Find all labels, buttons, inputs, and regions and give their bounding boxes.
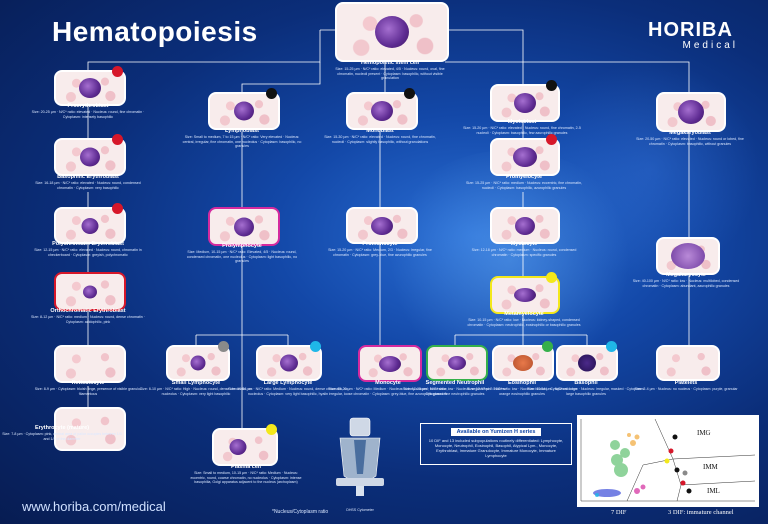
page-title: Hematopoiesis: [52, 16, 258, 47]
brand-name: HORIBA: [648, 19, 733, 41]
scatter-caption: 7 DIF 3 DIF: immature channel: [577, 509, 759, 516]
cell-image-large-lymphocyte: [256, 345, 322, 381]
cell-image-lymphoblast: [208, 92, 280, 130]
cell-image-myelocyte: [490, 207, 560, 244]
scatter-caption-right: 3 DIF: immature channel: [667, 509, 734, 516]
cell-label-erythrocyte: Erythrocyte (mature)Size: 7-8 µm · Cytop…: [2, 425, 122, 441]
cell-image-monocyte: [358, 345, 422, 382]
indicator-dot: [310, 341, 321, 352]
indicator-dot: [266, 88, 277, 99]
brand-subtitle: Medical: [682, 40, 738, 51]
cell-image-polychromatic-erythroblast: [54, 207, 126, 244]
cell-image-plasma-cell: [212, 428, 278, 466]
footer-url[interactable]: www.horiba.com/medical: [22, 499, 166, 514]
scatter-label-imm: IMM: [703, 463, 719, 471]
scatter-label-img: IMG: [697, 429, 711, 437]
indicator-dot: [112, 66, 123, 77]
cell-image-orthochromatic-erythroblast: [54, 272, 126, 311]
flow-cytometer-illustration: [336, 417, 384, 496]
indicator-dot: [218, 341, 229, 352]
cell-image-promonocyte: [346, 207, 418, 244]
availability-box: Available on Yumizen H series 10 DIF and…: [420, 423, 572, 465]
cell-image-myeloblast: [490, 84, 560, 122]
indicator-dot: [546, 272, 557, 283]
scatter-caption-left: 7 DIF: [611, 509, 627, 516]
indicator-dot: [404, 88, 415, 99]
cell-image-megakaryocyte: [656, 237, 720, 275]
cell-image-basophilic-erythroblast: [54, 138, 126, 176]
cell-image-small-lymphocyte: [166, 345, 230, 381]
cell-image-promyelocyte: [490, 138, 560, 176]
cell-image-prolymphocyte: [208, 207, 280, 246]
cell-image-erythrocyte: [54, 407, 126, 451]
cell-image-monoblast: [346, 92, 418, 130]
cell-image-proerythroblast: [54, 70, 126, 106]
indicator-dot: [112, 134, 123, 145]
brand-logo: HORIBA Medical: [648, 20, 748, 51]
availability-heading: Available on Yumizen H series: [451, 428, 541, 436]
indicator-dot: [606, 341, 617, 352]
footer-footnote: *Nucleus/Cytoplasm ratio: [272, 509, 329, 515]
indicator-dot: [266, 424, 277, 435]
indicator-dot: [112, 203, 123, 214]
cell-image-metamyelocyte: [490, 276, 560, 314]
analyzer-label: DHSS Cytometer: [346, 508, 374, 512]
indicator-dot: [542, 341, 553, 352]
cell-image-reticulocyte: [54, 345, 126, 383]
cell-image-platelets: [656, 345, 720, 381]
indicator-dot: [546, 80, 557, 91]
cell-image-basophil: [556, 345, 618, 381]
scatter-label-iml: IML: [707, 487, 720, 495]
cell-image-stem: [335, 2, 449, 62]
scatter-plot: IMG IMM IML: [577, 415, 759, 507]
cell-image-eosinophil: [492, 345, 554, 381]
availability-text: 10 DIF and 13 included subpopulations ro…: [428, 438, 564, 458]
cell-image-megakaryoblast: [656, 92, 726, 132]
cell-image-segmented-neutrophil: [426, 345, 488, 381]
indicator-dot: [546, 134, 557, 145]
